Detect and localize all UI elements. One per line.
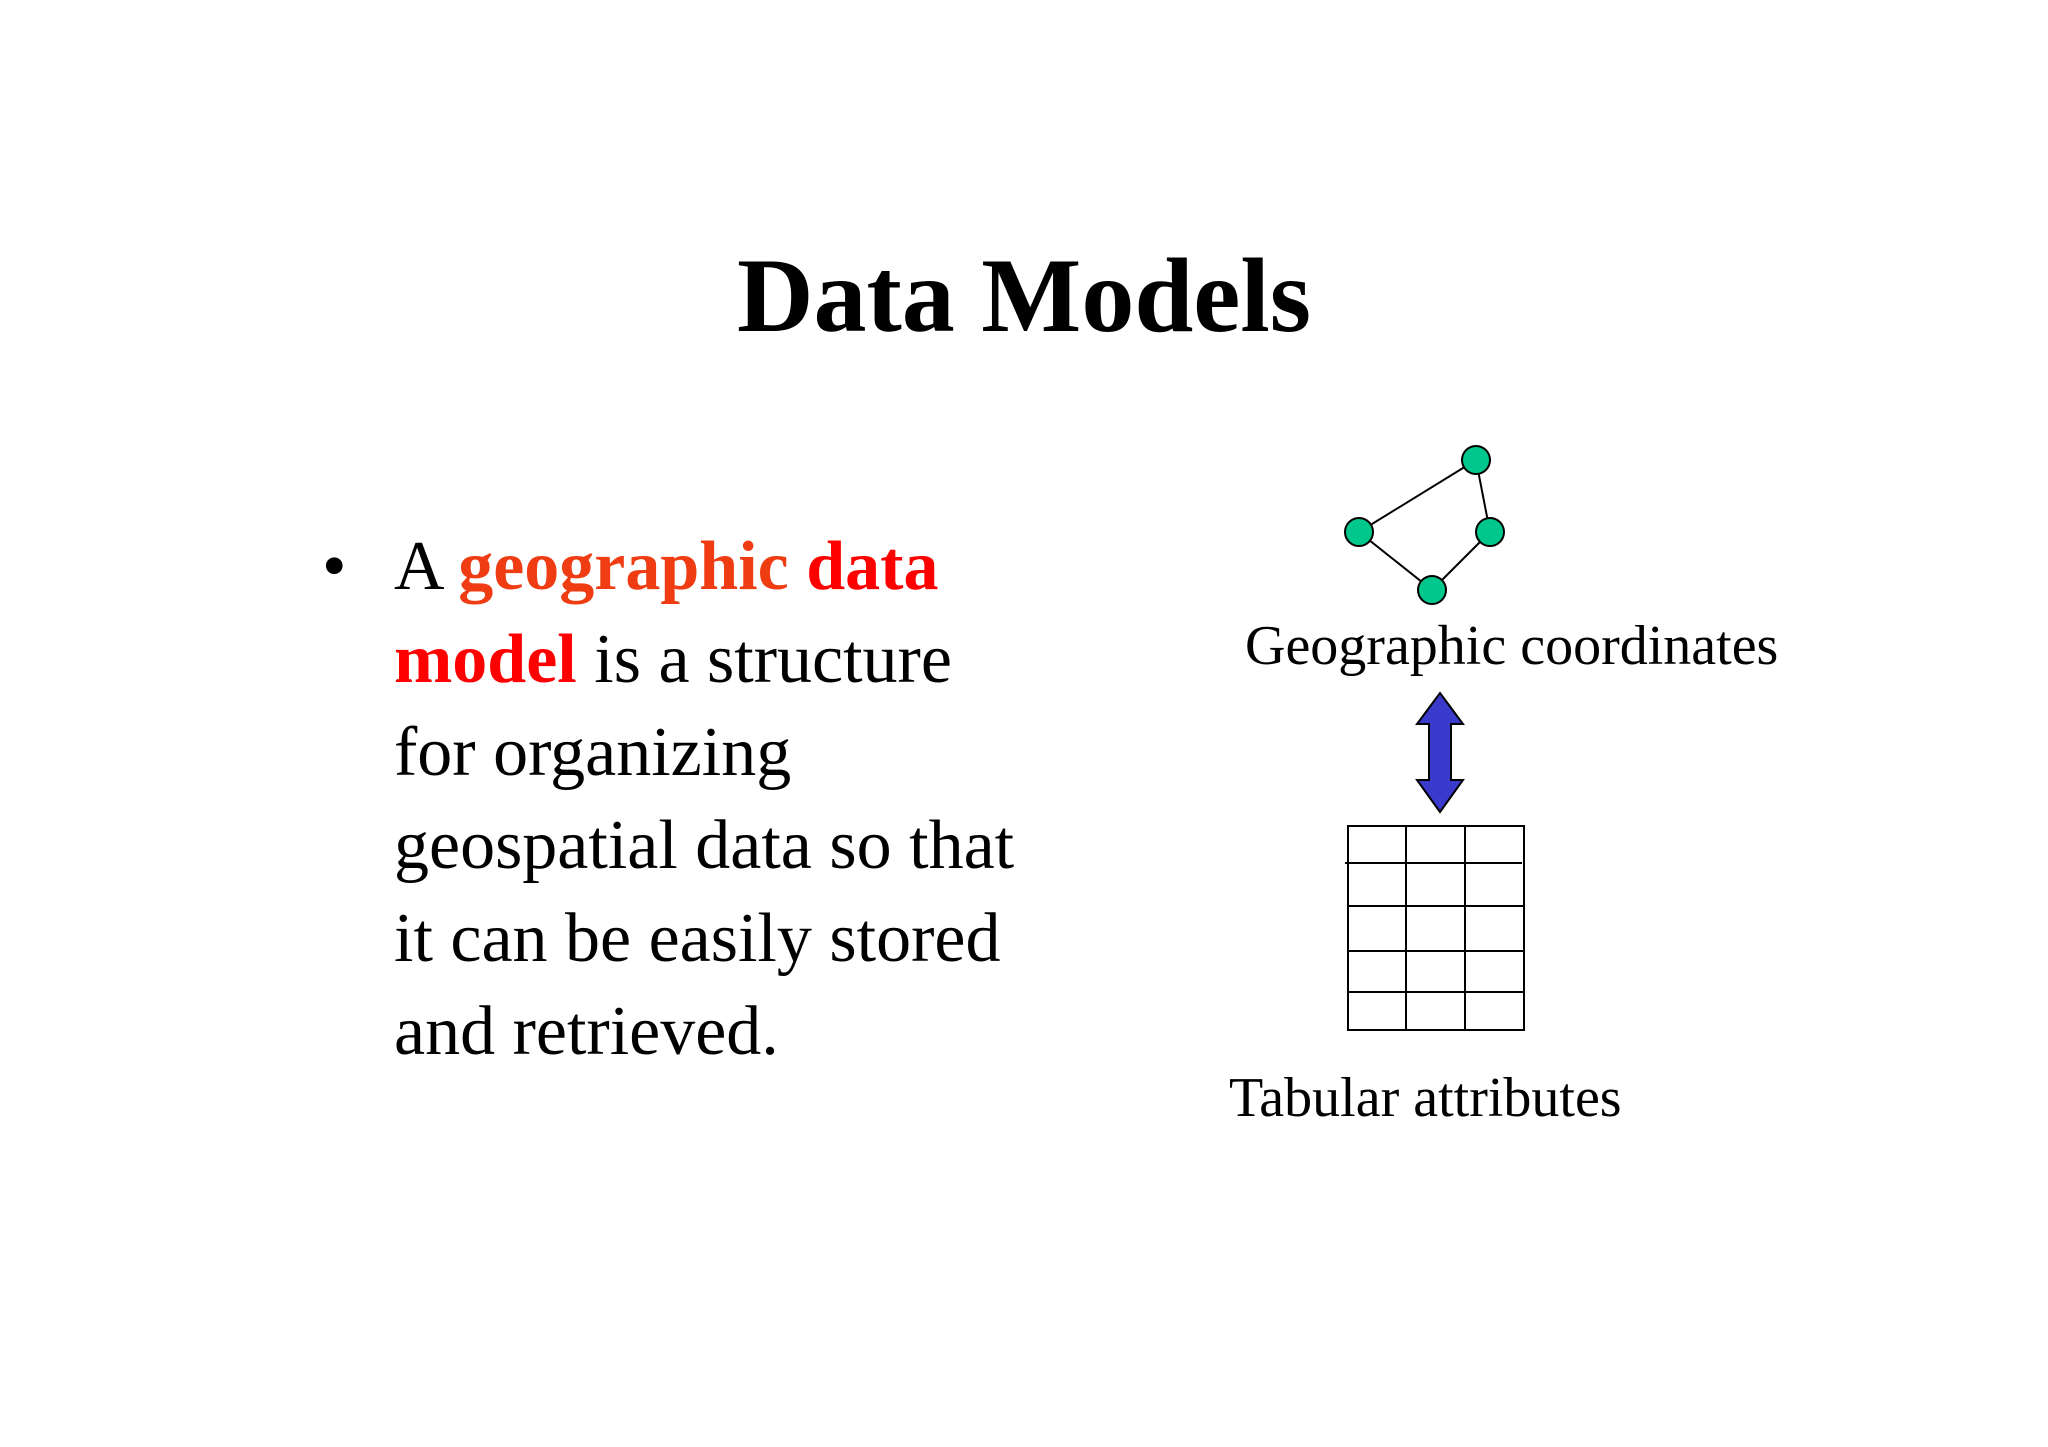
highlight-term-model: model [394,621,577,698]
bullet-text: A geographic data model is a structure f… [394,520,1154,1078]
bullet-line-4: geospatial data so that [394,807,1015,884]
point-node-icon [1461,445,1491,475]
double-headed-arrow-icon [1415,691,1465,814]
bullet-line-3: for organizing [394,714,792,791]
highlight-term-data: data [806,528,939,605]
network-edge [1358,459,1477,533]
bullet-line-1-prefix: A [394,528,459,605]
point-node-icon [1417,575,1447,605]
table-grid-icon [1345,825,1525,1031]
point-node-icon [1344,517,1374,547]
geographic-coordinates-label: Geographic coordinates [1245,615,1779,677]
table-outline [1347,825,1525,1031]
bullet-line-1: A geographic data [394,520,1154,613]
bullet-line-5: it can be easily stored [394,900,1001,977]
tabular-attributes-label: Tabular attributes [1229,1067,1622,1129]
bullet-line-2-rest: is a structure [576,621,952,698]
point-node-icon [1475,517,1505,547]
bullet-line-6: and retrieved. [394,993,779,1070]
network-edge [1358,531,1433,591]
highlight-term-geographic: geographic [458,528,789,605]
bullet-line-2: model is a structure [394,613,1154,706]
slide-title: Data Models [736,237,1312,354]
geographic-network [1344,445,1505,605]
bullet-marker: • [322,528,347,605]
